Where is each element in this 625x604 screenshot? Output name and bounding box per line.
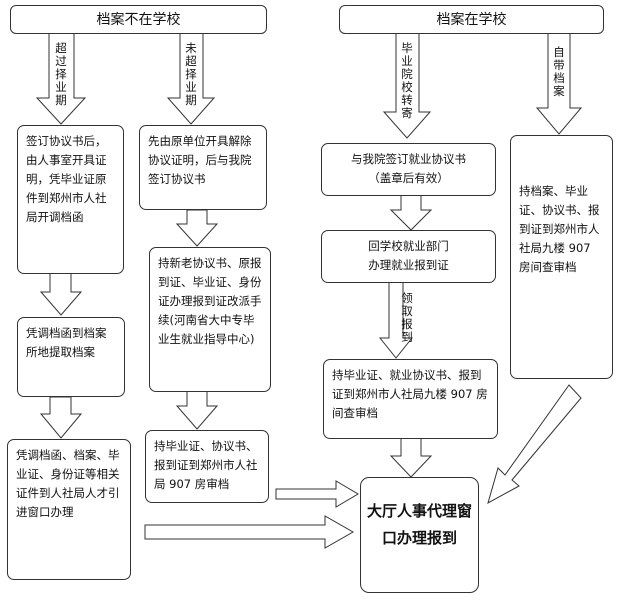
r2-line1: 回学校就业部门 bbox=[368, 239, 449, 253]
header-archive-at-school: 档案在学校 bbox=[339, 5, 604, 34]
label-over-period: 超过择业期 bbox=[55, 41, 67, 107]
arrow-down-over-period bbox=[35, 32, 87, 125]
arrow-down-within-period bbox=[166, 32, 216, 125]
label-within-period: 未超择业期 bbox=[185, 41, 197, 107]
box-sign-agreement-transfer-letter: 签订协议书后，由人事室开具证明，凭毕业证原件到郑州市人社局开调档函 bbox=[17, 125, 124, 274]
box-hall-agency-window: 大厅人事代理窗口办理报到 bbox=[360, 477, 479, 593]
r1-line2: （盖章后有效） bbox=[368, 171, 449, 185]
box-self-carry-review: 持档案、毕业证、协议书、报到证到郑州市人社局九楼 907 房间查审档 bbox=[510, 135, 613, 379]
box-review-archive-907: 持毕业证、协议书、报到证到郑州市人社局 907 房审档 bbox=[145, 430, 269, 503]
arrow-right-l3-final bbox=[144, 515, 355, 549]
header-archive-not-at-school: 档案不在学校 bbox=[10, 5, 267, 34]
arrow-diag-r4-final bbox=[487, 384, 582, 505]
arrow-down-r3-final bbox=[389, 437, 433, 478]
arrow-down-m1-m2 bbox=[175, 209, 219, 247]
r1-line1: 与我院签订就业协议书 bbox=[351, 152, 466, 166]
arrow-down-r2-r3 bbox=[378, 281, 414, 359]
box-sign-employment-agreement: 与我院签订就业协议书 （盖章后有效） bbox=[321, 143, 496, 196]
label-self-carry: 自带档案 bbox=[553, 45, 565, 98]
r2-line2: 办理就业报到证 bbox=[368, 258, 449, 272]
arrow-down-transfer bbox=[382, 32, 432, 139]
arrow-down-r1-r2 bbox=[389, 194, 433, 231]
label-collect-cert: 领取报到 bbox=[401, 291, 413, 344]
arrow-down-m2-m3 bbox=[175, 390, 219, 430]
box-employment-certificate: 回学校就业部门 办理就业报到证 bbox=[321, 230, 496, 283]
arrow-down-self-carry bbox=[535, 32, 583, 135]
box-retrieve-archive: 凭调档函到档案所地提取档案 bbox=[17, 317, 125, 397]
box-cancel-agreement: 先由原单位开具解除协议证明，后与我院签订协议书 bbox=[139, 125, 267, 210]
box-reassign-certificate: 持新老协议书、原报到证、毕业证、身份证办理报到证改派手续(河南省大中专毕业生就业… bbox=[149, 247, 271, 392]
box-review-archive-9th-floor: 持毕业证、就业协议书、报到证到郑州市人社局九楼 907 房间查审档 bbox=[323, 359, 498, 439]
arrow-down-l2-l3 bbox=[39, 396, 83, 439]
label-transfer: 毕业院校转寄 bbox=[401, 41, 413, 120]
box-talent-window: 凭调档函、档案、毕业证、身份证等相关证件到人社局人才引进窗口办理 bbox=[7, 439, 131, 580]
arrow-down-l1-l2 bbox=[39, 272, 83, 316]
arrow-right-m3-final bbox=[275, 480, 359, 508]
